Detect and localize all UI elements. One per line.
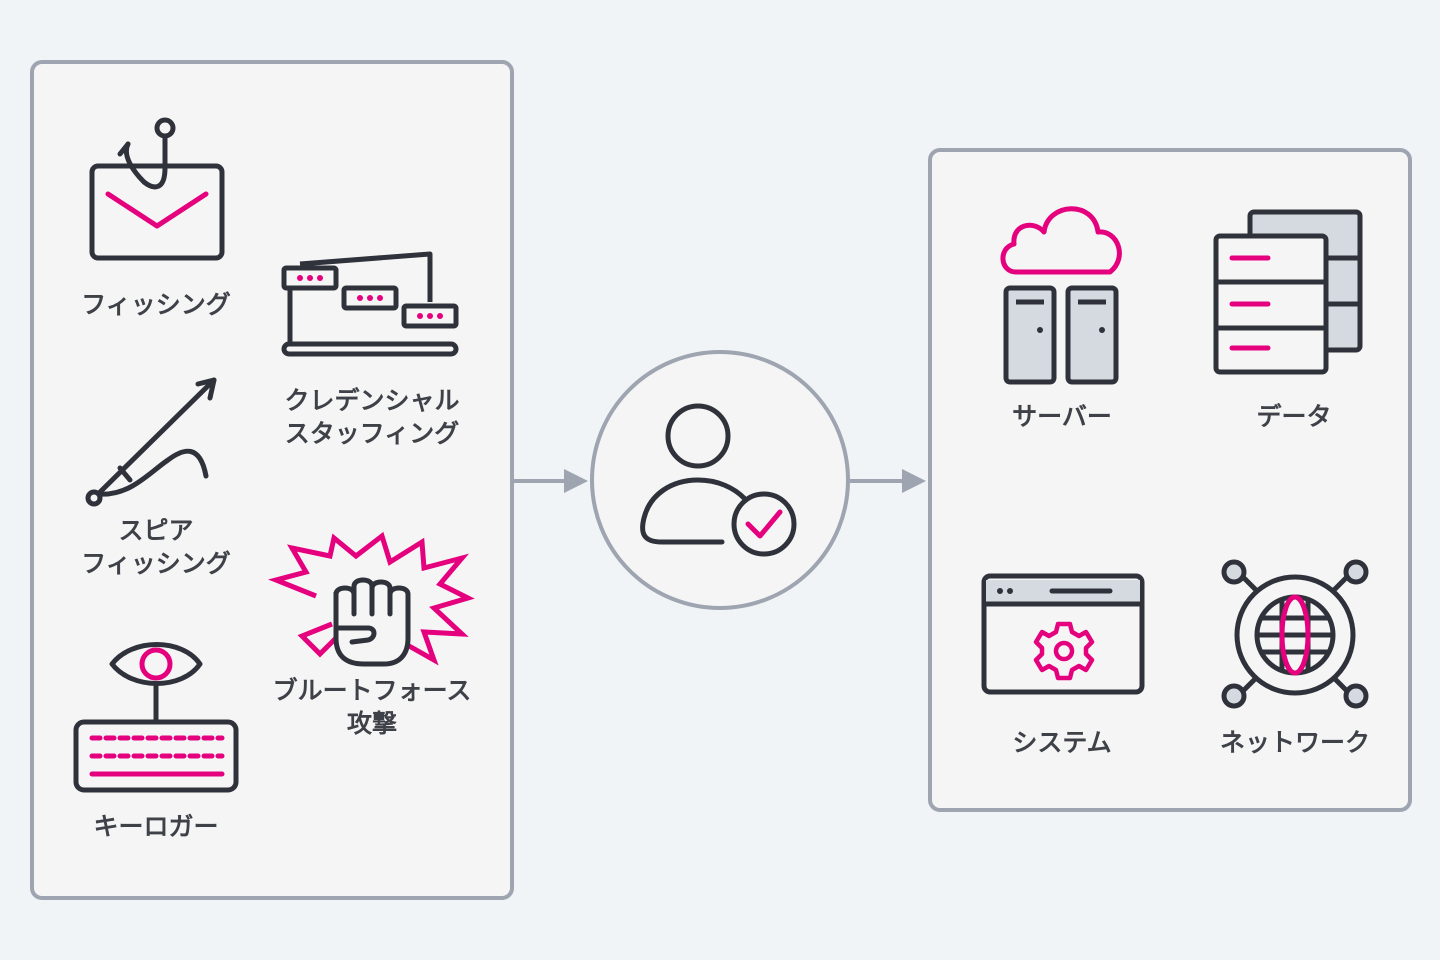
- network-label: ネットワーク: [1219, 728, 1370, 757]
- arrow-right-icon: [850, 469, 926, 493]
- verified-user-icon: [590, 350, 850, 610]
- arrow-right-icon: [514, 469, 588, 493]
- fist-burst-icon: [268, 531, 475, 667]
- system-label: システム: [1012, 728, 1112, 757]
- app-window-gear-icon: [981, 573, 1145, 695]
- server-label: サーバー: [1012, 402, 1112, 431]
- spear-phishing-label: スピア フィッシング: [81, 516, 231, 578]
- database-stack-icon: [1213, 209, 1363, 375]
- keylogger-label: キーロガー: [93, 812, 219, 841]
- credential-stuffing-label: クレデンシャル スタッフィング: [284, 386, 460, 448]
- phishing-email-icon: [89, 117, 225, 261]
- data-label: データ: [1256, 402, 1332, 431]
- eye-keyboard-icon: [73, 642, 239, 793]
- brute-force-label: ブルートフォース 攻撃: [272, 676, 472, 738]
- globe-network-icon: [1221, 559, 1369, 709]
- phishing-label: フィッシング: [81, 290, 231, 319]
- cloud-server-icon: [1000, 206, 1122, 385]
- credential-laptop-icon: [281, 251, 459, 357]
- spear-hook-icon: [85, 377, 217, 507]
